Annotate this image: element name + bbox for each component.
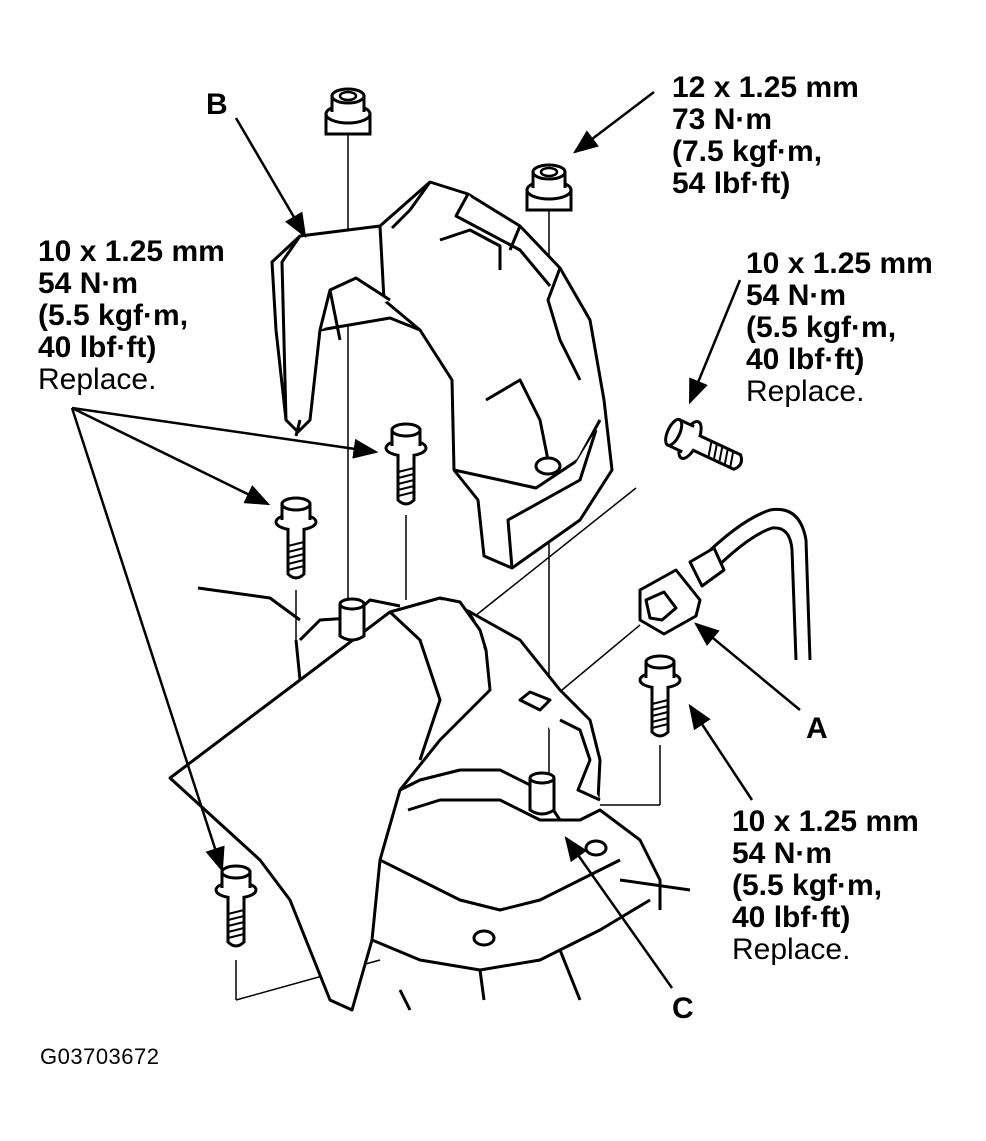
- spec-note: Replace.: [746, 375, 865, 408]
- leader-arrows: [70, 91, 801, 989]
- spec-size: 10 x 1.25 mm: [746, 247, 933, 280]
- spec-size: 10 x 1.25 mm: [732, 805, 919, 838]
- spec-torque-lbf: 40 lbf·ft): [746, 343, 865, 376]
- spec-note: Replace.: [38, 363, 157, 396]
- spec-torque-lbf: 40 lbf·ft): [38, 331, 157, 364]
- callout-c: C: [672, 992, 694, 1025]
- spec-top-right: 12 x 1.25 mm 73 N·m (7.5 kgf·m, 54 lbf·f…: [672, 72, 859, 200]
- spec-note: Replace.: [732, 933, 851, 966]
- spec-torque-kgf: (5.5 kgf·m,: [746, 311, 897, 344]
- figure-id: G03703672: [40, 1044, 160, 1069]
- flange-bolt-left: [274, 496, 318, 580]
- spec-torque-nm: 73 N·m: [672, 103, 773, 136]
- flange-bolt-right: [638, 654, 682, 738]
- flange-nut-top-left: [324, 87, 372, 136]
- engine-mount-body: [168, 586, 691, 1012]
- flange-bolt-side: [658, 410, 751, 484]
- spec-right-lower: 10 x 1.25 mm 54 N·m (5.5 kgf·m, 40 lbf·f…: [732, 806, 919, 966]
- spec-right-upper: 10 x 1.25 mm 54 N·m (5.5 kgf·m, 40 lbf·f…: [746, 248, 933, 408]
- spec-size: 12 x 1.25 mm: [672, 71, 859, 104]
- spec-size: 10 x 1.25 mm: [38, 235, 225, 268]
- spec-torque-kgf: (5.5 kgf·m,: [38, 299, 189, 332]
- spec-torque-lbf: 40 lbf·ft): [732, 901, 851, 934]
- spec-torque-kgf: (5.5 kgf·m,: [732, 869, 883, 902]
- flange-nut-top-right: [525, 163, 573, 212]
- spec-torque-nm: 54 N·m: [38, 267, 139, 300]
- flange-bolt-bottom-left: [214, 864, 258, 948]
- spec-torque-nm: 54 N·m: [732, 837, 833, 870]
- callout-a: A: [806, 712, 828, 745]
- mount-bracket-b: [270, 180, 614, 570]
- flange-bolt-center: [384, 422, 428, 506]
- spec-left: 10 x 1.25 mm 54 N·m (5.5 kgf·m, 40 lbf·f…: [38, 236, 225, 396]
- spec-torque-kgf: (7.5 kgf·m,: [672, 135, 823, 168]
- spec-torque-lbf: 54 lbf·ft): [672, 167, 791, 200]
- callout-b: B: [206, 88, 228, 121]
- sensor-connector-a: [638, 507, 812, 661]
- mount-studs: [338, 597, 556, 816]
- spec-torque-nm: 54 N·m: [746, 279, 847, 312]
